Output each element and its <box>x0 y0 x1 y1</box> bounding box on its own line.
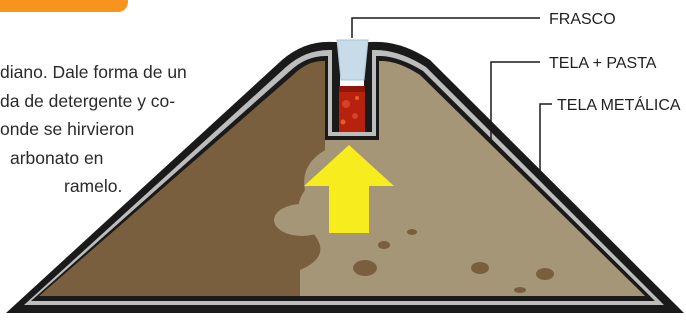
frasco-leader-line <box>351 17 540 38</box>
text-line: diano. Dale forma de un <box>0 62 187 82</box>
lava-bubble <box>352 113 358 119</box>
text-line: arbonato en <box>10 147 104 168</box>
clay-blob <box>471 262 489 274</box>
text-line: ramelo. <box>64 176 123 197</box>
label-tela-pasta: TELA + PASTA <box>549 55 657 72</box>
clay-blob <box>407 229 417 235</box>
lava-fill <box>339 90 365 132</box>
label-frasco: FRASCO <box>549 11 616 28</box>
clay-blob <box>514 287 526 293</box>
lava-bubble <box>340 119 346 125</box>
clay-light-fill <box>298 60 645 296</box>
tela-pasta-leader-line <box>490 61 540 140</box>
lava-top <box>339 86 365 92</box>
clay-blob <box>353 260 377 276</box>
text-line: onde se hirvieron <box>0 119 135 140</box>
lava-bubble <box>342 100 350 108</box>
jar-glass <box>336 39 369 81</box>
text-line: da de detergente y co- <box>0 90 176 111</box>
tela-metalica-leader-line <box>539 103 552 180</box>
label-tela-metalica: TELA METÁLICA <box>557 95 681 114</box>
lava-bubble <box>355 96 359 100</box>
clay-blob <box>536 268 554 280</box>
clay-blob <box>378 241 390 249</box>
up-arrow-icon <box>304 145 394 233</box>
orange-header-tab <box>0 0 128 12</box>
clay-blob <box>274 204 330 236</box>
